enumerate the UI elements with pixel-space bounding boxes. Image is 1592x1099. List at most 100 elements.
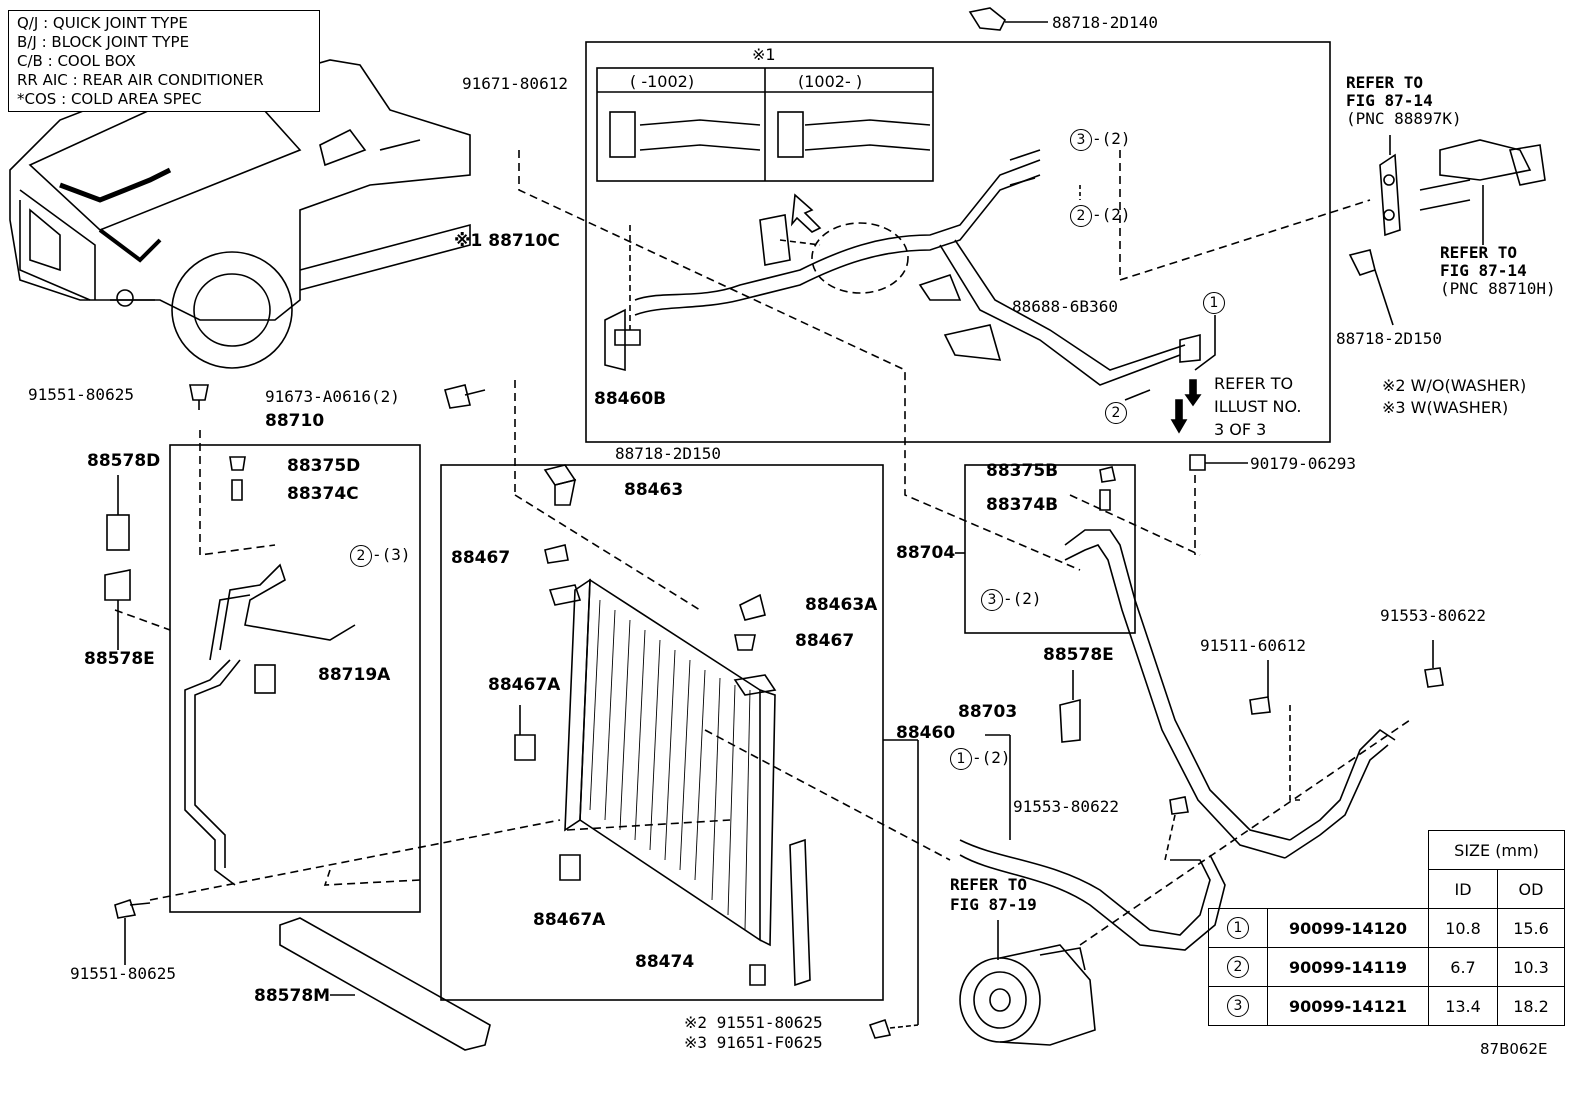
part-88374B[interactable]: 88374B [986,495,1059,515]
ref-line: REFER TO [1440,243,1518,262]
callout-3-right: 3-(2) [981,589,1042,611]
part-88718-2D140[interactable]: 88718-2D140 [1052,13,1158,32]
part-88704[interactable]: 88704 [896,543,956,563]
callout-qty: -(2) [1003,589,1042,608]
part-88460B[interactable]: 88460B [594,389,667,409]
part-88718-2D150-right[interactable]: 88718-2D150 [1336,329,1442,348]
ref-fig-87-19[interactable]: REFER TO FIG 87-19 [950,875,1037,915]
table-row[interactable]: 1 90099-14120 10.8 15.6 [1208,908,1565,948]
o-ring-size-table: SIZE (mm) ID OD 1 90099-14120 10.8 15.6 … [1208,830,1565,1026]
part-91551-80625-washer[interactable]: ※2 91551-80625 [684,1013,823,1032]
ref-illust-3[interactable]: REFER TO ILLUST NO. 3 OF 3 [1214,372,1301,441]
part-90179-06293[interactable]: 90179-06293 [1250,454,1356,473]
filter-drier [789,838,811,987]
part-91551-80625-top[interactable]: 91551-80625 [28,385,134,404]
part-91671-80612[interactable]: 91671-80612 [462,74,568,93]
ref-line: REFER TO [950,875,1028,894]
legend-text: COOL BOX [57,52,136,70]
part-88460[interactable]: 88460 [896,723,956,743]
part-88578E-right[interactable]: 88578E [1043,645,1114,665]
size-table-subheader-row: ID OD [1208,869,1565,909]
part-88375D[interactable]: 88375D [287,456,361,476]
part-91511-60612[interactable]: 91511-60612 [1200,636,1306,655]
compressor [959,944,1096,1046]
part-91551-80625-bottom[interactable]: 91551-80625 [70,964,176,983]
table-row[interactable]: 2 90099-14119 6.7 10.3 [1208,947,1565,987]
callout-1-top: 1 [1203,292,1225,314]
ref-fig-87-14-a[interactable]: REFER TO FIG 87-14 (PNC 88897K) [1346,74,1462,128]
ref-line: ILLUST NO. [1214,397,1302,416]
callout-number: 1 [950,748,972,770]
part-88578M[interactable]: 88578M [254,986,331,1006]
part-88578E-left[interactable]: 88578E [84,649,155,669]
note-with-washer: ※3 W(WASHER) [1382,398,1509,417]
legend-text: REAR AIR CONDITIONER [82,71,264,89]
legend-row: *COS : COLD AREA SPEC [17,90,319,109]
ref-fig-87-14-b[interactable]: REFER TO FIG 87-14 (PNC 88710H) [1440,244,1556,298]
part-88375B[interactable]: 88375B [986,461,1059,481]
callout-number: 2 [1070,205,1092,227]
part-88719A[interactable]: 88719A [318,665,391,685]
row-id: 13.4 [1428,986,1498,1026]
part-91553-80622-mid[interactable]: 91553-80622 [1013,797,1119,816]
legend-row: Q/J : QUICK JOINT TYPE [17,14,319,33]
part-88467-top[interactable]: 88467 [451,548,511,568]
part-88463A[interactable]: 88463A [805,595,878,615]
part-88374C[interactable]: 88374C [287,484,359,504]
callout-qty: -(2) [1092,205,1131,224]
row-id: 10.8 [1428,908,1498,948]
legend-abbr: B/J [17,33,37,51]
part-91553-80622-right[interactable]: 91553-80622 [1380,606,1486,625]
row-part: 90099-14120 [1267,908,1429,948]
detail-range-left: ( -1002) [630,72,695,91]
col-od-header: OD [1497,869,1565,909]
callout-qty: -(2) [1092,129,1131,148]
row-num: 3 [1227,995,1249,1017]
legend-text: BLOCK JOINT TYPE [51,33,190,51]
size-table-header-row: SIZE (mm) [1208,830,1565,870]
part-88467A-top[interactable]: 88467A [488,675,561,695]
part-88467-mid[interactable]: 88467 [795,631,855,651]
legend-text: QUICK JOINT TYPE [52,14,188,32]
evaporator-line-box [585,41,1331,443]
callout-number: 1 [1203,292,1225,314]
callout-number: 2 [1105,402,1127,424]
row-num-cell: 3 [1208,986,1268,1026]
callout-2-top: 2-(2) [1070,205,1131,227]
table-row[interactable]: 3 90099-14121 13.4 18.2 [1208,986,1565,1026]
ref-line: 3 OF 3 [1214,420,1267,439]
callout-qty: -(2) [972,748,1011,767]
legend-row: B/J : BLOCK JOINT TYPE [17,33,319,52]
part-88463[interactable]: 88463 [624,480,684,500]
detail-range-right: (1002- ) [798,72,863,91]
inset-pipe-left [609,111,761,158]
part-88703[interactable]: 88703 [958,702,1018,722]
part-88688-6B360[interactable]: 88688-6B360 [1012,297,1118,316]
liquid-line-box [169,444,421,913]
legend-abbr: Q/J [17,14,39,32]
discharge-hose-box [964,464,1136,634]
part-88578D[interactable]: 88578D [87,451,161,471]
col-id-header: ID [1428,869,1498,909]
seal-strip-88578M [279,917,491,1051]
row-num: 2 [1227,956,1249,978]
callout-2-arrow: 2 [1105,402,1127,424]
callout-number: 3 [1070,129,1092,151]
part-88474[interactable]: 88474 [635,952,695,972]
inset-pipe-right [777,111,931,158]
washer-notes: ※2 W/O(WASHER) ※3 W(WASHER) [1382,375,1526,419]
part-88710C[interactable]: ※1 88710C [454,231,560,251]
part-88467A-bottom[interactable]: 88467A [533,910,606,930]
legend-row: RR AIC : REAR AIR CONDITIONER [17,71,319,90]
condenser-box [440,464,884,1001]
part-91651-F0625[interactable]: ※3 91651-F0625 [684,1033,823,1052]
ref-line: FIG 87-14 [1440,261,1527,280]
callout-number: 3 [981,589,1003,611]
part-88718-2D150-mid[interactable]: 88718-2D150 [615,444,721,463]
ref-line: FIG 87-19 [950,895,1037,914]
legend-abbr: RR AIC [17,71,68,89]
condenser-core [564,578,776,947]
ref-line: REFER TO [1346,73,1424,92]
part-91673-A0616[interactable]: 91673-A0616(2) [265,387,400,406]
part-88710[interactable]: 88710 [265,411,325,431]
